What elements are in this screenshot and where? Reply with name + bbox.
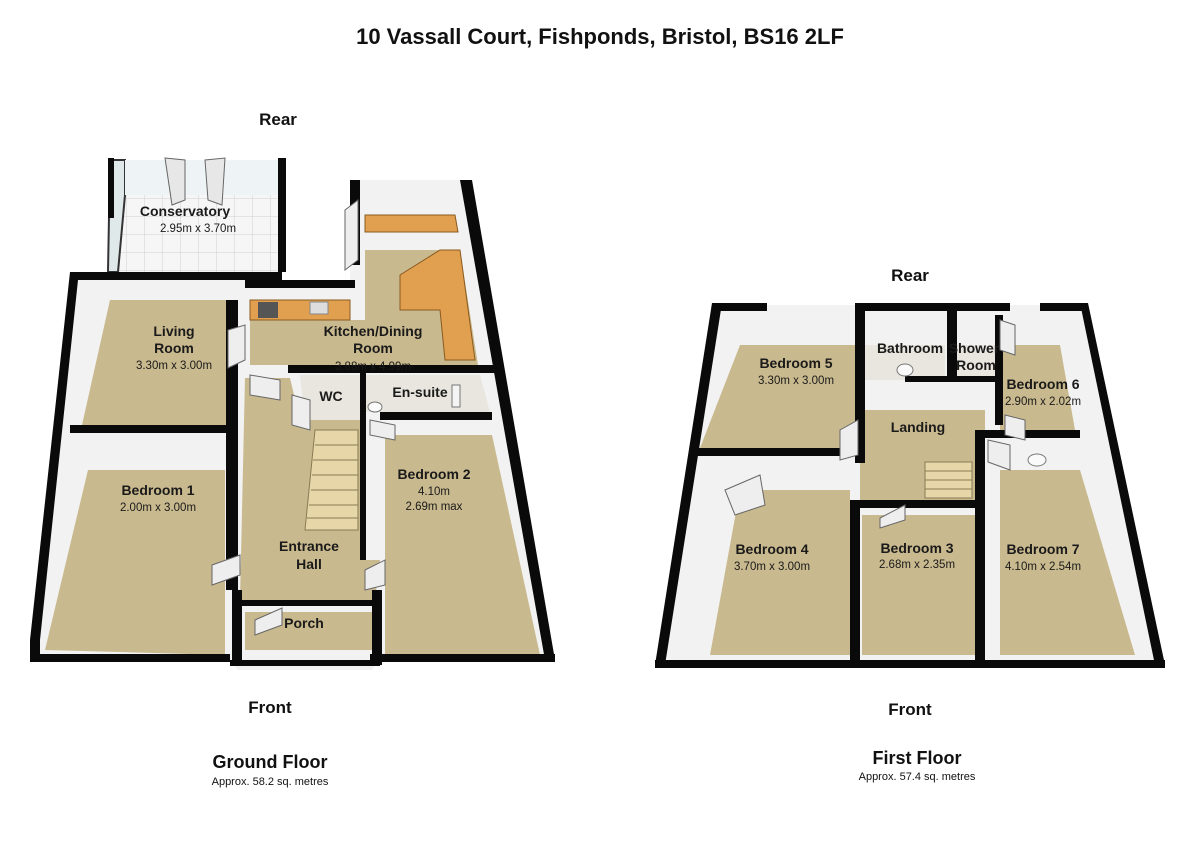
living-room-floor <box>82 300 235 425</box>
conservatory-dims: 2.95m x 3.70m <box>160 223 236 235</box>
conservatory-glass-back <box>125 160 280 195</box>
conservatory-wall-right <box>278 158 286 272</box>
bedroom6-basin-icon <box>1027 453 1047 467</box>
bedroom5-floor <box>700 345 855 448</box>
conservatory-door-left <box>164 157 186 206</box>
shower-floor <box>955 345 1000 380</box>
first-floor-area: Approx. 57.4 sq. metres <box>858 771 976 783</box>
wc-name: WC <box>319 388 342 404</box>
bedroom2-dims-2: 2.69m max <box>406 501 463 513</box>
bedroom2-floor <box>385 435 540 655</box>
landing-name: Landing <box>891 419 945 435</box>
ensuite-name: En-suite <box>392 384 447 400</box>
ground-front-label: Front <box>248 698 292 717</box>
page-title: 10 Vassall Court, Fishponds, Bristol, BS… <box>356 24 844 49</box>
shower-name-2: Room <box>956 357 996 373</box>
bathroom-toilet-icon <box>896 363 914 377</box>
ensuite-basin-icon <box>451 384 461 408</box>
bedroom6-dims: 2.90m x 2.02m <box>1005 396 1081 408</box>
first-front-label: Front <box>888 700 932 719</box>
worktop-rear <box>364 214 459 233</box>
first-floor-plan: Bedroom 5 3.30m x 3.00m Bathroom Shower … <box>655 303 1165 668</box>
living-room-name-2: Room <box>154 340 194 356</box>
bedroom5-dims: 3.30m x 3.00m <box>758 375 834 387</box>
worktop-side <box>399 249 476 361</box>
first-stairs <box>924 461 973 499</box>
porch-name: Porch <box>284 615 324 631</box>
ground-doors <box>211 198 396 636</box>
bedroom3-dims: 2.68m x 2.35m <box>879 559 955 571</box>
first-floor-name: First Floor <box>872 748 962 768</box>
hall-name-2: Hall <box>296 556 322 572</box>
ground-floor-area: Approx. 58.2 sq. metres <box>211 776 329 788</box>
wc-toilet-icon <box>367 401 383 413</box>
ground-stairs <box>304 429 359 531</box>
hob-icon <box>258 302 278 318</box>
bedroom1-floor <box>45 470 225 655</box>
bedroom4-floor <box>710 490 850 655</box>
ground-floor-plan: Conservatory 2.95m x 3.70m Living Room 3… <box>30 157 555 670</box>
bedroom4-name: Bedroom 4 <box>735 541 808 557</box>
conservatory-wall-left <box>108 158 114 218</box>
first-walls <box>655 303 1165 668</box>
bedroom7-floor <box>1000 470 1135 655</box>
kitchen-floor-front <box>250 320 365 365</box>
bedroom2-name: Bedroom 2 <box>397 466 470 482</box>
ground-rear-label: Rear <box>259 110 297 129</box>
first-doors <box>724 319 1026 529</box>
bedroom6-name: Bedroom 6 <box>1006 376 1079 392</box>
hall-name-1: Entrance <box>279 538 339 554</box>
ground-floor-name: Ground Floor <box>212 752 328 772</box>
bedroom3-floor <box>862 515 975 655</box>
bathroom-name: Bathroom <box>877 340 943 356</box>
bedroom7-name: Bedroom 7 <box>1006 541 1079 557</box>
living-room-dims: 3.30m x 3.00m <box>136 360 212 372</box>
wc-floor <box>300 375 360 420</box>
bedroom3-name: Bedroom 3 <box>880 540 953 556</box>
bedroom4-dims: 3.70m x 3.00m <box>734 561 810 573</box>
sink-icon <box>309 301 329 315</box>
conservatory-name: Conservatory <box>140 203 230 219</box>
bedroom1-dims: 2.00m x 3.00m <box>120 502 196 514</box>
bedroom6-floor <box>1000 345 1075 430</box>
living-room-name-1: Living <box>153 323 194 339</box>
conservatory-door-right <box>204 157 226 206</box>
bedroom7-dims: 4.10m x 2.54m <box>1005 561 1081 573</box>
bedroom5-name: Bedroom 5 <box>759 355 832 371</box>
bedroom2-dims-1: 4.10m <box>418 486 450 498</box>
bathroom-floor <box>865 345 945 380</box>
first-rear-label: Rear <box>891 266 929 285</box>
kitchen-name-1: Kitchen/Dining <box>324 323 423 339</box>
kitchen-dims: 3.88m x 4.99m <box>335 361 411 373</box>
kitchen-name-2: Room <box>353 340 393 356</box>
ground-walls <box>30 180 555 666</box>
bedroom1-name: Bedroom 1 <box>121 482 194 498</box>
shower-name-1: Shower <box>949 340 1000 356</box>
